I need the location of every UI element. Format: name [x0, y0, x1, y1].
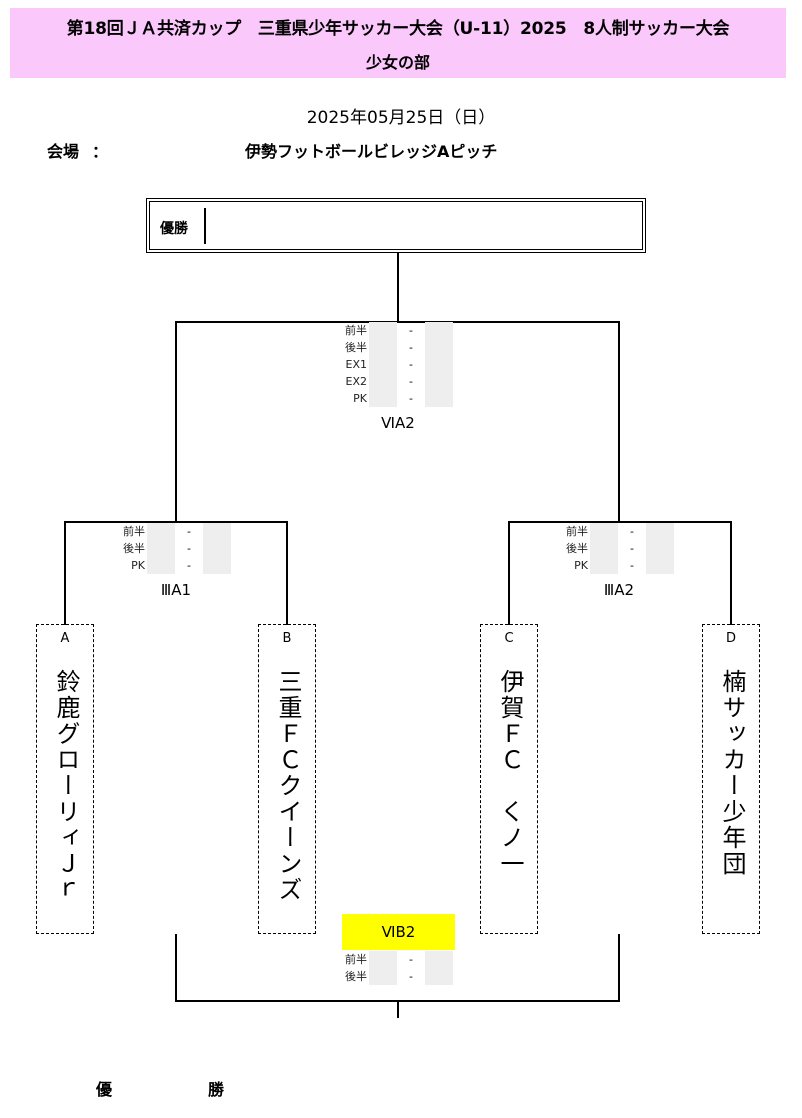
score-cell — [147, 523, 175, 540]
match-label-semi-right: ⅢA2 — [603, 581, 635, 599]
score-dash: - — [409, 970, 413, 983]
match-date: 2025年05月25日（日） — [306, 108, 496, 128]
score-dash: - — [630, 542, 634, 555]
score-label: 後半 — [566, 542, 588, 555]
bracket-line — [64, 521, 66, 625]
bracket-line — [175, 934, 177, 1002]
score-label: EX2 — [345, 375, 367, 388]
score-cell — [425, 356, 453, 373]
score-dash: - — [187, 559, 191, 572]
bracket-line — [618, 321, 620, 522]
team-card-d: D 楠サッカー少年団 — [702, 624, 760, 934]
score-cell — [425, 951, 453, 968]
team-card-c: C 伊賀ＦＣ くノ一 — [480, 624, 538, 934]
score-dash: - — [409, 392, 413, 405]
score-cell — [369, 951, 397, 968]
bracket-line — [175, 321, 177, 522]
champion-box: 優勝 — [146, 198, 646, 253]
score-cell — [369, 373, 397, 390]
match-label-semi-left: ⅢA1 — [160, 581, 192, 599]
team-letter: C — [504, 631, 514, 646]
score-cell — [590, 557, 618, 574]
page-title: 第18回ＪＡ共済カップ 三重県少年サッカー大会（U-11）2025 8人制サッカ… — [66, 19, 730, 39]
team-letter: A — [60, 631, 70, 646]
score-cell — [147, 540, 175, 557]
score-cell — [425, 339, 453, 356]
score-dash: - — [409, 341, 413, 354]
score-cell — [369, 322, 397, 339]
team-name: 楠サッカー少年団 — [718, 669, 746, 877]
team-letter: B — [282, 631, 292, 646]
page-subtitle: 少女の部 — [365, 53, 430, 72]
footer-winner-label-2: 勝 — [208, 1080, 225, 1099]
score-cell — [425, 373, 453, 390]
bracket-line — [397, 1000, 399, 1018]
score-cell — [147, 557, 175, 574]
score-cell — [425, 322, 453, 339]
bracket-line — [730, 521, 732, 625]
bracket-line — [175, 321, 620, 323]
score-cell — [369, 968, 397, 985]
bracket-line — [64, 521, 288, 523]
venue-name: 伊勢フットボールビレッジAピッチ — [245, 142, 498, 161]
champion-divider — [204, 208, 206, 244]
score-dash: - — [187, 542, 191, 555]
champion-label: 優勝 — [160, 221, 188, 237]
score-label: 前半 — [566, 525, 588, 538]
score-cell — [369, 356, 397, 373]
score-dash: - — [409, 953, 413, 966]
score-label: 前半 — [345, 324, 367, 337]
score-cell — [425, 390, 453, 407]
score-label: PK — [131, 559, 145, 572]
score-cell — [369, 339, 397, 356]
score-cell — [646, 557, 674, 574]
score-cell — [590, 540, 618, 557]
score-dash: - — [630, 559, 634, 572]
match-label-final: ⅥA2 — [381, 414, 415, 432]
bracket-line — [618, 934, 620, 1002]
score-dash: - — [409, 324, 413, 337]
bracket-line — [286, 521, 288, 625]
score-dash: - — [409, 375, 413, 388]
team-letter: D — [725, 631, 736, 646]
title-band — [10, 8, 786, 78]
score-label: 後半 — [345, 970, 367, 983]
bracket-line — [508, 521, 732, 523]
footer-winner-label-1: 優 — [96, 1080, 113, 1099]
score-label: PK — [353, 392, 367, 405]
score-cell — [425, 968, 453, 985]
score-label: EX1 — [345, 358, 367, 371]
score-cell — [646, 523, 674, 540]
score-label: 後半 — [123, 542, 145, 555]
score-cell — [203, 523, 231, 540]
team-name: 三重ＦＣクイーンズ — [274, 669, 302, 903]
venue-label: 会場 — [47, 142, 80, 161]
score-cell — [203, 540, 231, 557]
score-label: 後半 — [345, 341, 367, 354]
team-card-b: B 三重ＦＣクイーンズ — [258, 624, 316, 934]
score-cell — [203, 557, 231, 574]
team-name: 伊賀ＦＣ くノ一 — [496, 669, 524, 877]
score-label: 前半 — [123, 525, 145, 538]
bracket-line — [397, 253, 399, 322]
score-cell — [646, 540, 674, 557]
bracket-line — [508, 521, 510, 625]
match-label-third: ⅥB2 — [342, 914, 455, 950]
score-dash: - — [630, 525, 634, 538]
score-dash: - — [187, 525, 191, 538]
score-cell — [369, 390, 397, 407]
score-label: 前半 — [345, 953, 367, 966]
score-dash: - — [409, 358, 413, 371]
team-name: 鈴鹿グローリィＪｒ — [52, 669, 80, 903]
venue-colon: ： — [92, 142, 109, 161]
score-cell — [590, 523, 618, 540]
team-card-a: A 鈴鹿グローリィＪｒ — [36, 624, 94, 934]
score-label: PK — [574, 559, 588, 572]
